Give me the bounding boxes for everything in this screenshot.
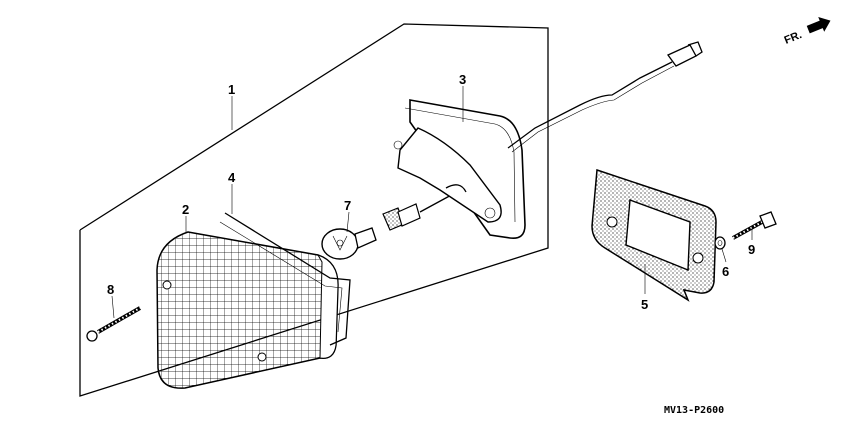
drawing-code: MV13-P2600 [664,405,724,416]
leader-lines [111,86,753,319]
callout-3: 3 [459,72,466,87]
callout-2: 2 [182,202,189,217]
collar [714,236,726,250]
callout-7: 7 [344,198,351,213]
bulb [321,227,377,260]
callout-5: 5 [641,297,648,312]
callout-1: 1 [228,82,235,97]
callout-9: 9 [748,242,755,257]
lens-gasket [219,212,351,346]
mounting-bolt [732,211,777,240]
direction-label: FR. [783,29,804,47]
arrow-right-icon [806,16,831,34]
lens-screw [86,306,141,342]
wire-harness [507,41,703,153]
callout-4: 4 [228,170,236,185]
bulb-socket [382,192,456,231]
taillight-base [393,99,526,240]
assembly-outline [79,23,549,397]
base-gasket [591,168,717,302]
taillight-lens [156,231,339,389]
callout-6: 6 [722,264,729,279]
front-direction-indicator: FR. [783,16,831,47]
callout-8: 8 [107,282,114,297]
